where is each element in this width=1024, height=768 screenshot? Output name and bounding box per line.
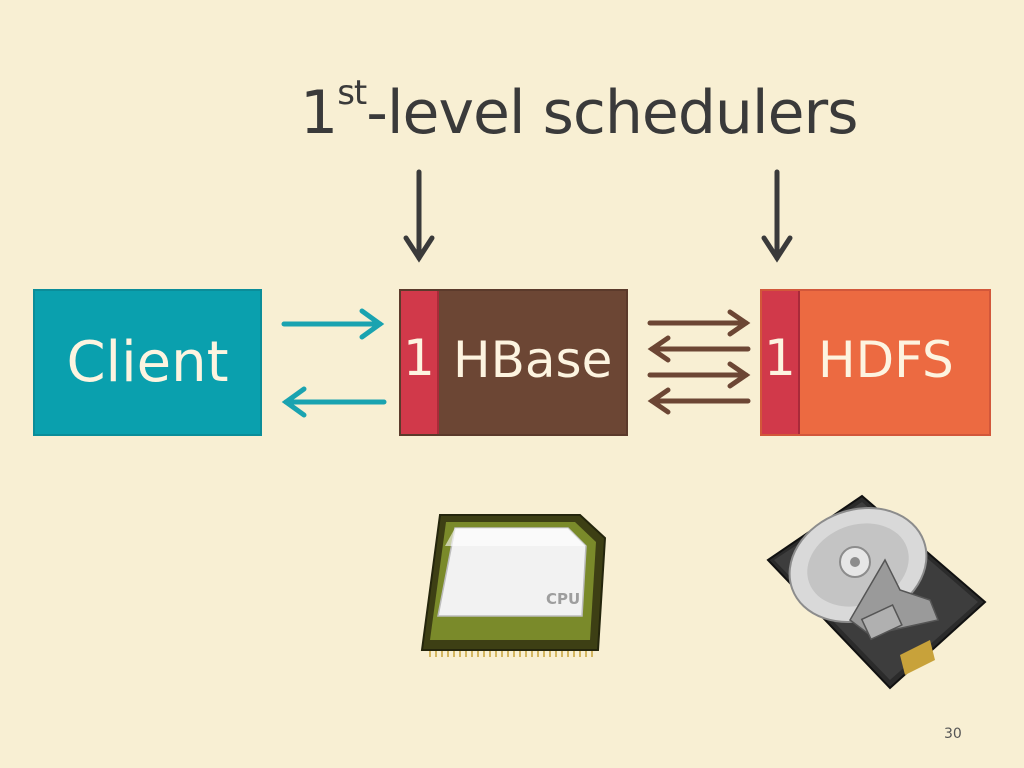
arrow-client-to-hbase [281,308,385,340]
title-text: -level schedulers [366,78,858,148]
hdfs-box: 1 HDFS [760,289,991,436]
client-box: Client [33,289,262,436]
client-label: Client [66,330,229,395]
hdfs-label: HDFS [818,331,954,389]
hdfs-scheduler-strip [762,291,800,434]
hbase-scheduler-strip [401,291,439,434]
arrow-down-hdfs [761,169,793,263]
page-number: 30 [944,726,962,742]
title-number: 1 [300,78,338,148]
hbase-scheduler-number: 1 [403,329,435,387]
cpu-label: CPU [546,590,580,608]
hbase-box: 1 HBase [399,289,628,436]
arrow-down-hbase [403,169,435,263]
arrow-hbase-to-client [281,386,387,418]
cpu-chip-icon: CPU [420,514,607,657]
hdfs-scheduler-number: 1 [764,329,796,387]
hbase-label: HBase [453,331,613,389]
title-superscript: st [337,73,367,113]
hard-disk-icon [766,494,987,690]
arrows-hbase-hdfs [647,309,751,415]
slide-title: 1st-level schedulers [300,73,858,148]
